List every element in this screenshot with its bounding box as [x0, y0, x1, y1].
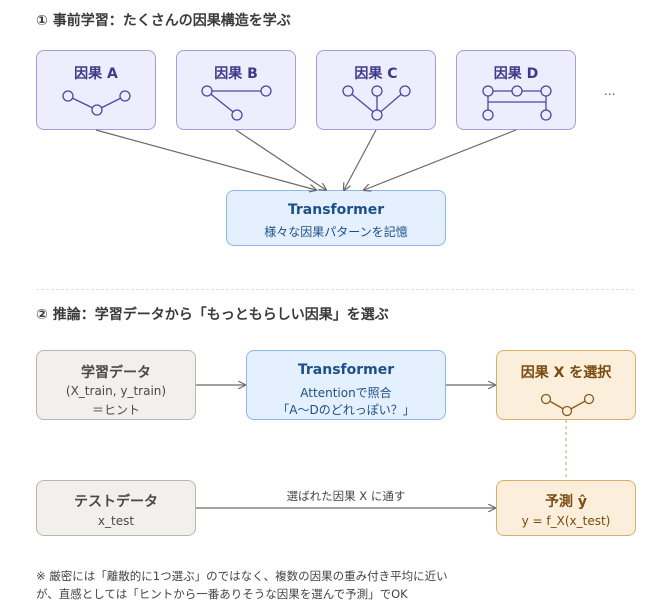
pretrain-transformer-title: Transformer	[287, 202, 385, 218]
causal-d-graph-icon	[482, 85, 552, 121]
select-causal-box: 因果 X を選択	[496, 350, 636, 420]
section2-heading: ② 推論：学習データから「もっともらしい因果」を選ぶ	[36, 307, 389, 323]
select-causal-title: 因果 X を選択	[520, 365, 612, 381]
prediction-title: 予測 ŷ	[545, 494, 587, 510]
causal-a-graph-icon	[62, 90, 131, 116]
pretrain-transformer-box: Transformer 様々な因果パターンを記憶	[226, 190, 446, 246]
causal-a-label: 因果 A	[74, 66, 118, 82]
causal-b-box: 因果 B	[176, 50, 296, 130]
footnote-line-2: が、直感としては「ヒントから一番ありそうな因果を選んで予測」でOK	[36, 587, 408, 601]
arrow-c-to-transformer	[344, 129, 377, 190]
causal-d-label: 因果 D	[493, 66, 539, 82]
test-data-value: x_test	[97, 514, 135, 528]
inference-transformer-attention: Attentionで照合	[300, 386, 392, 400]
footnote-line-1: ※ 厳密には「離散的に1つ選ぶ」のではなく、複数の因果の重み付き平均に近い	[36, 569, 448, 583]
more-causals-ellipsis: ...	[604, 84, 616, 98]
prediction-box: 予測 ŷ y = f_X(x_test)	[496, 480, 636, 536]
test-data-box: テストデータ x_test	[36, 480, 196, 536]
causal-a-box: 因果 A	[36, 50, 156, 130]
arrow-b-to-transformer	[235, 129, 326, 190]
train-data-values: (X_train, y_train)	[65, 384, 167, 398]
prediction-formula: y = f_X(x_test)	[521, 514, 611, 528]
causal-c-graph-icon	[342, 85, 411, 121]
causal-b-label: 因果 B	[214, 66, 258, 82]
train-data-box: 学習データ (X_train, y_train) ＝ヒント	[36, 350, 196, 420]
arrow-a-to-transformer	[95, 129, 316, 190]
causal-x-graph-icon	[540, 393, 595, 417]
train-data-hint: ＝ヒント	[91, 403, 140, 417]
inference-transformer-box: Transformer Attentionで照合 「A〜Dのどれっぽい？」	[246, 350, 446, 420]
section1-heading: ① 事前学習：たくさんの因果構造を学ぶ	[36, 13, 291, 29]
inference-transformer-title: Transformer	[297, 362, 395, 378]
causal-d-box: 因果 D	[456, 50, 576, 130]
section-divider	[36, 289, 634, 290]
pretrain-transformer-subtitle: 様々な因果パターンを記憶	[264, 225, 408, 239]
test-data-title: テストデータ	[74, 494, 158, 510]
inference-transformer-question: 「A〜Dのどれっぽい？」	[277, 403, 415, 417]
pass-causal-label: 選ばれた因果 X に通す	[286, 489, 406, 503]
causal-c-label: 因果 C	[354, 66, 398, 82]
train-data-title: 学習データ	[81, 365, 151, 381]
causal-c-box: 因果 C	[316, 50, 436, 130]
arrow-d-to-transformer	[364, 129, 517, 190]
causal-b-graph-icon	[201, 85, 272, 121]
